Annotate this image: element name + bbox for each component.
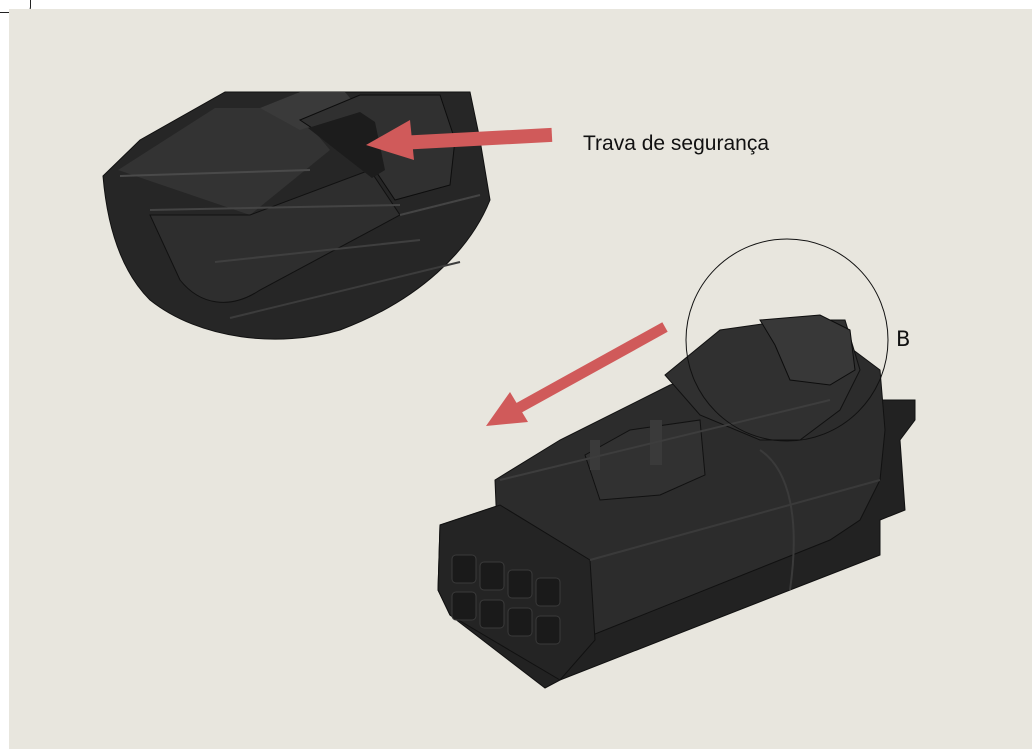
arrow-left-icon <box>366 120 553 160</box>
detail-view-cover-face <box>149 169 401 303</box>
connector-edge-line <box>499 399 831 481</box>
connector-cavity-grid <box>451 554 561 645</box>
connector-edge-line <box>759 449 795 591</box>
connector-body <box>437 314 916 689</box>
detail-view-edge-line <box>214 239 421 263</box>
detail-view-edge-line <box>149 204 401 211</box>
detail-view-latch-slot <box>308 112 385 178</box>
detail-view-rear-block <box>260 92 360 130</box>
detail-view-cover-top <box>118 108 330 215</box>
detail-view-edge-line <box>119 169 311 177</box>
connector-edge-line <box>589 479 881 561</box>
detail-circle-icon <box>685 238 889 442</box>
detail-marker-label: B <box>896 327 911 351</box>
connector-rib <box>590 440 600 470</box>
arrow-down-left-icon <box>486 322 668 426</box>
detail-view-edge-line <box>399 194 481 216</box>
detail-view-edge-line <box>229 261 461 319</box>
callout-label: Trava de segurança <box>583 132 769 155</box>
connector-top-ribs <box>584 419 706 501</box>
connector-latch <box>759 314 856 386</box>
